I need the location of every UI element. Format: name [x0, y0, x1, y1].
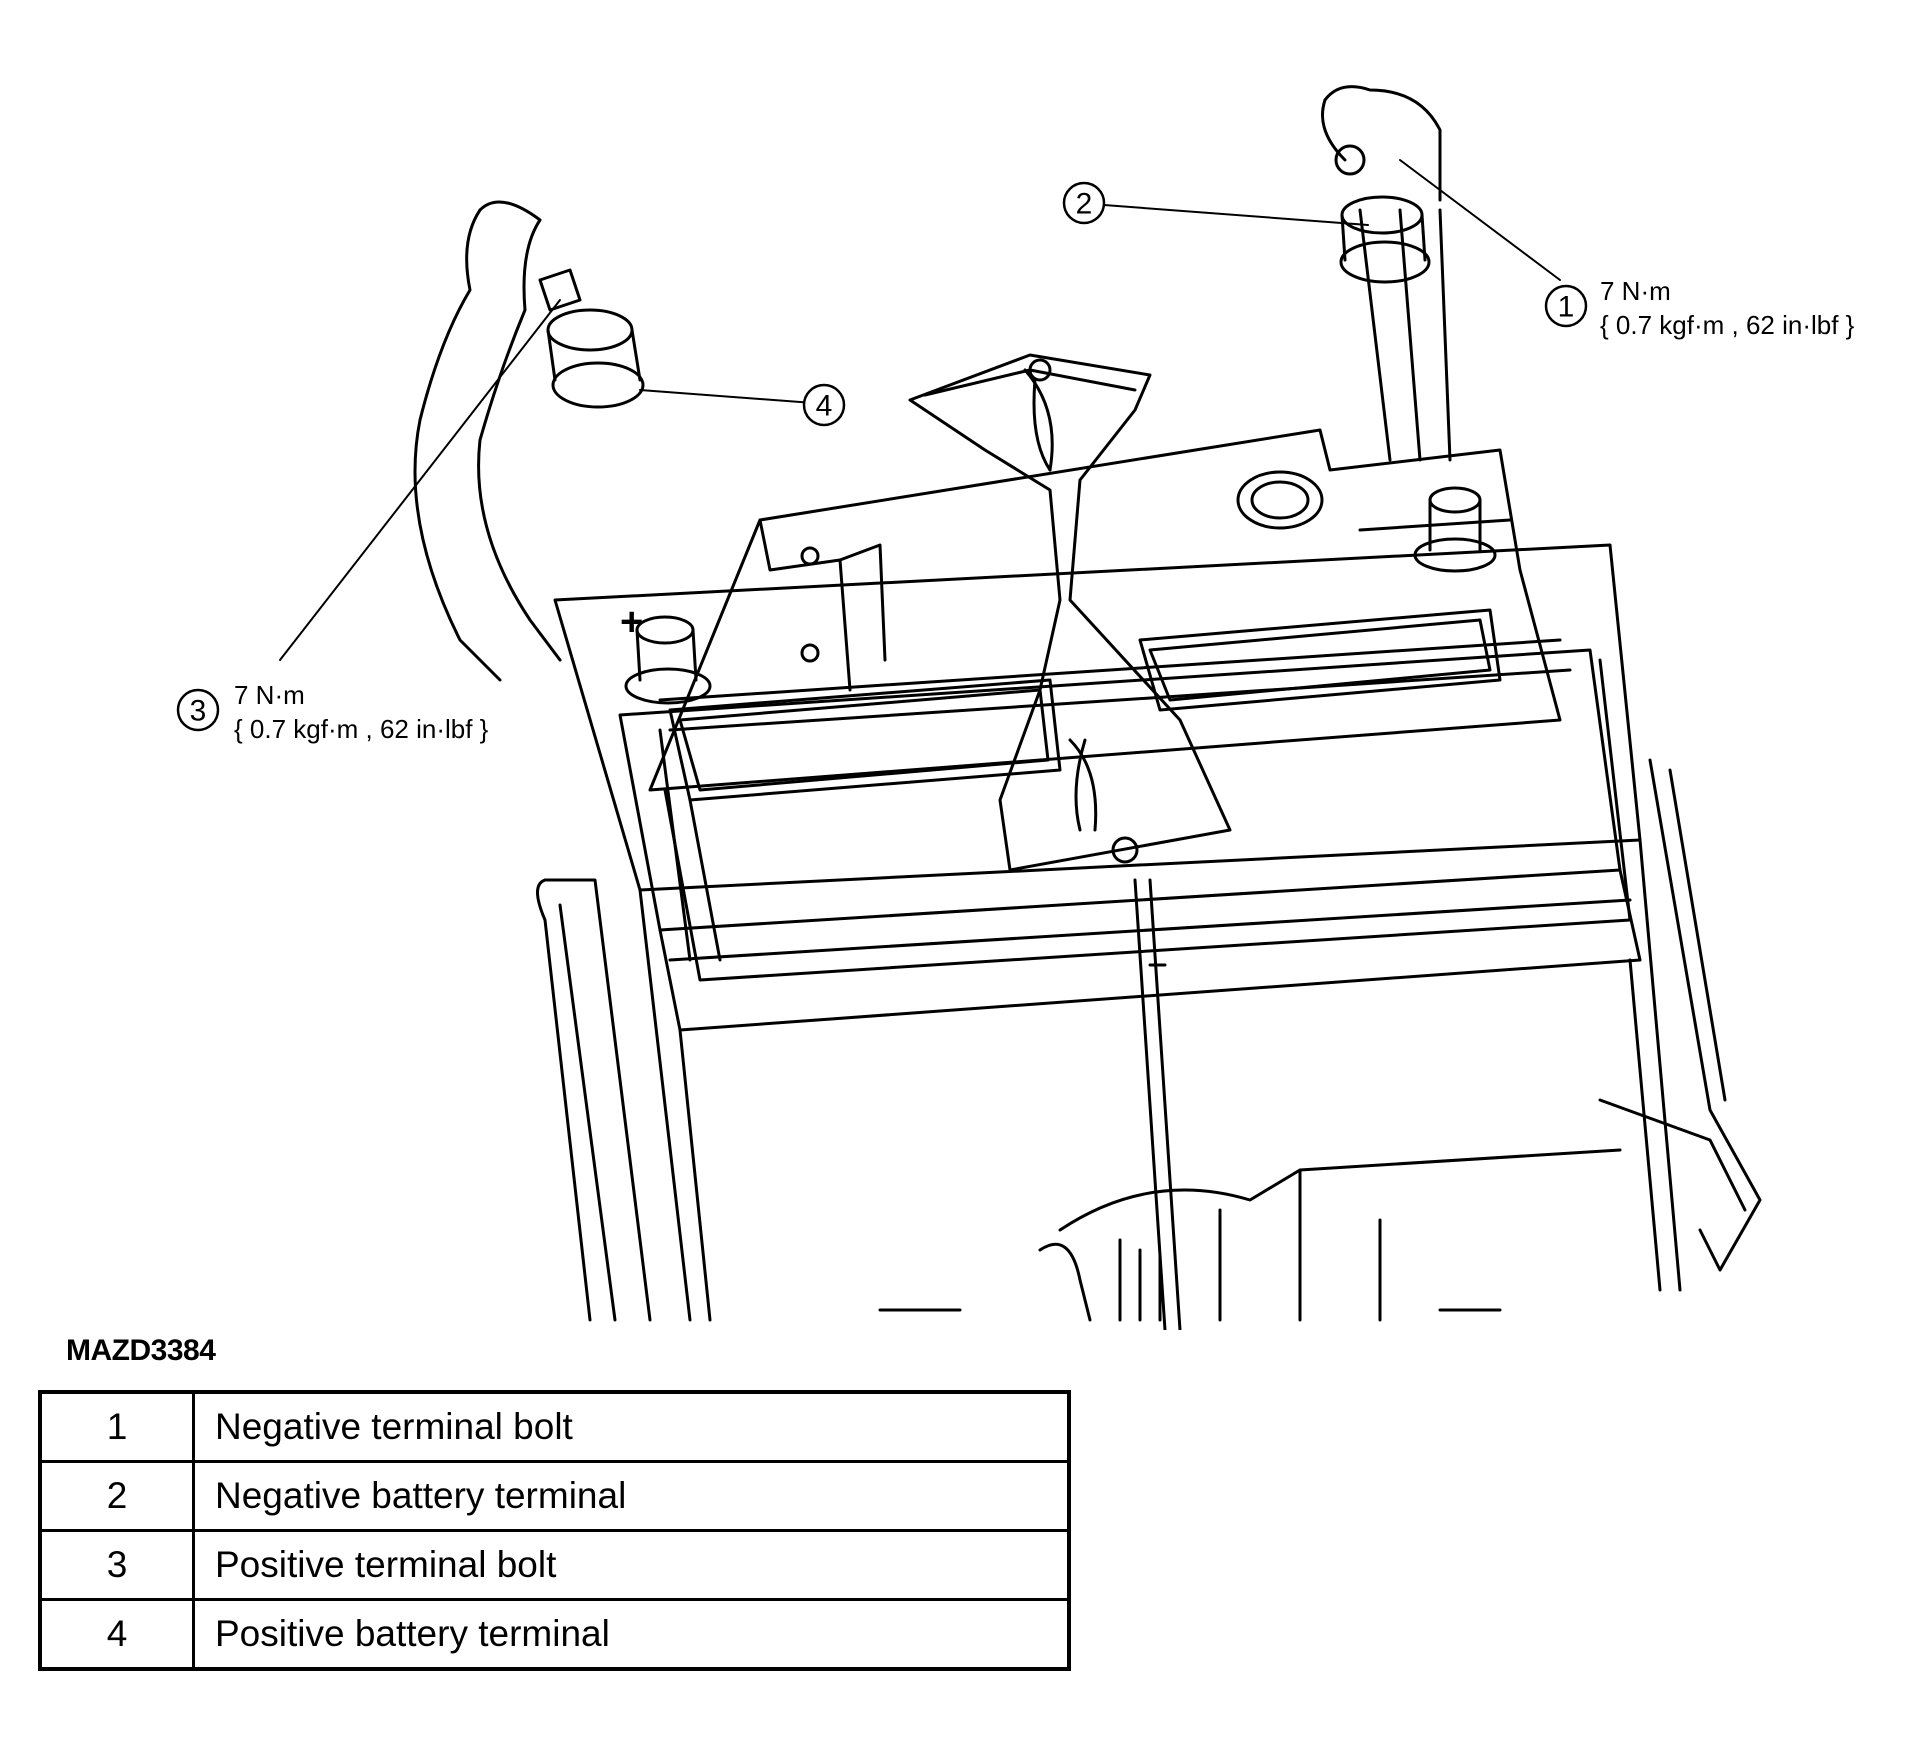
- legend-number: 2: [38, 1460, 195, 1532]
- legend-number: 1: [38, 1390, 195, 1463]
- negative-post: [1236, 470, 1497, 573]
- legend-label: Positive terminal bolt: [192, 1529, 1071, 1601]
- leader-lines: [279, 159, 1561, 661]
- legend-row: 4 Positive battery terminal: [38, 1598, 1071, 1671]
- battery-diagram: + 1 7 N·m { 0.7 kgf·m , 62 in·lbf } 2 3 …: [176, 85, 1855, 1330]
- legend-label: Negative battery terminal: [192, 1460, 1071, 1532]
- legend-table: 1 Negative terminal bolt 2 Negative batt…: [38, 1390, 1071, 1671]
- positive-symbol: +: [620, 600, 643, 644]
- battery-lid: [648, 428, 1632, 982]
- callout-4-number: 4: [816, 390, 833, 423]
- callout-1: 1 7 N·m { 0.7 kgf·m , 62 in·lbf }: [1544, 276, 1855, 340]
- negative-cable: [1321, 85, 1452, 462]
- battery-tray: [536, 758, 1762, 1322]
- legend-label: Positive battery terminal: [192, 1598, 1071, 1671]
- positive-cable: [413, 200, 645, 682]
- callout-1-torque: 7 N·m: [1600, 276, 1671, 306]
- callout-1-number: 1: [1558, 291, 1575, 324]
- callout-2-number: 2: [1076, 188, 1093, 221]
- callout-3-torque-alt: { 0.7 kgf·m , 62 in·lbf }: [234, 714, 489, 744]
- callout-1-torque-alt: { 0.7 kgf·m , 62 in·lbf }: [1600, 310, 1855, 340]
- callout-4: 4: [802, 383, 846, 427]
- battery-case: [553, 543, 1682, 1322]
- legend-label: Negative terminal bolt: [192, 1390, 1071, 1463]
- callout-3-number: 3: [190, 695, 207, 728]
- callout-3: 3 7 N·m { 0.7 kgf·m , 62 in·lbf }: [176, 680, 489, 744]
- callout-2: 2: [1062, 181, 1106, 225]
- legend-row: 1 Negative terminal bolt: [38, 1390, 1071, 1463]
- callout-3-torque: 7 N·m: [234, 680, 305, 710]
- legend-row: 3 Positive terminal bolt: [38, 1529, 1071, 1601]
- hold-down-clamp: [908, 353, 1232, 1330]
- positive-post: [624, 546, 820, 705]
- legend-number: 4: [38, 1598, 195, 1671]
- figure-id: MAZD3384: [66, 1334, 216, 1367]
- legend-row: 2 Negative battery terminal: [38, 1460, 1071, 1532]
- legend-number: 3: [38, 1529, 195, 1601]
